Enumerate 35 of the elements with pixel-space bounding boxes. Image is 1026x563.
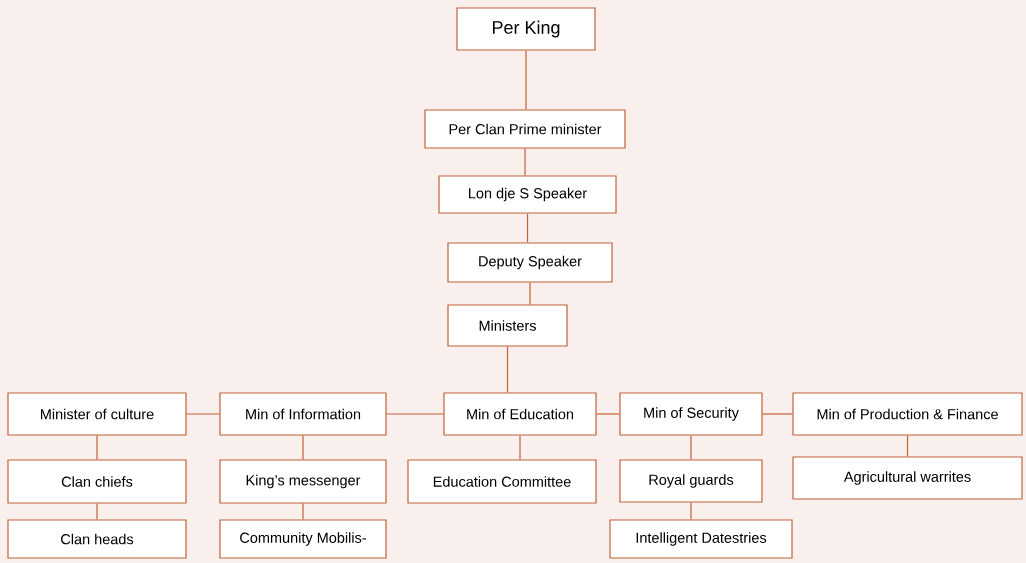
- org-box: Min of Production & Finance: [792, 392, 1023, 436]
- org-box: Clan heads: [7, 519, 187, 559]
- connector-line: [506, 346, 509, 393]
- connector-line: [525, 50, 527, 110]
- connector-line: [529, 282, 531, 305]
- connector-line: [596, 413, 620, 415]
- connector-line: [186, 413, 220, 415]
- connector-line: [302, 435, 304, 460]
- org-box: Ministers: [447, 304, 568, 347]
- org-box: Per King: [456, 7, 596, 51]
- connector-line: [762, 413, 793, 415]
- org-box: Min of Education: [443, 392, 597, 436]
- connector-line: [690, 435, 692, 460]
- org-box: Community Mobilis-: [219, 519, 387, 559]
- org-box: Agricultural warrites: [792, 456, 1023, 500]
- org-box: Clan chiefs: [7, 459, 187, 504]
- org-box: King’s messenger: [219, 459, 387, 504]
- org-box: Intelligent Datestries: [609, 519, 793, 559]
- org-box: Education Committee: [407, 459, 597, 504]
- org-box: Minister of culture: [7, 392, 187, 436]
- connector-line: [690, 502, 692, 520]
- connector-line: [96, 503, 98, 520]
- connector-line: [96, 435, 98, 460]
- org-box: Min of Information: [219, 392, 387, 436]
- org-box: Lon dje S Speaker: [438, 175, 617, 214]
- connector-line: [302, 503, 304, 520]
- org-box: Min of Security: [619, 392, 763, 436]
- connector-line: [906, 435, 909, 457]
- org-box: Royal guards: [619, 459, 763, 503]
- connector-line: [526, 213, 529, 243]
- org-box: Per Clan Prime minister: [424, 109, 626, 149]
- connector-line: [386, 413, 444, 415]
- connector-line: [524, 148, 526, 176]
- connector-line: [519, 435, 521, 460]
- org-box: Deputy Speaker: [447, 242, 613, 283]
